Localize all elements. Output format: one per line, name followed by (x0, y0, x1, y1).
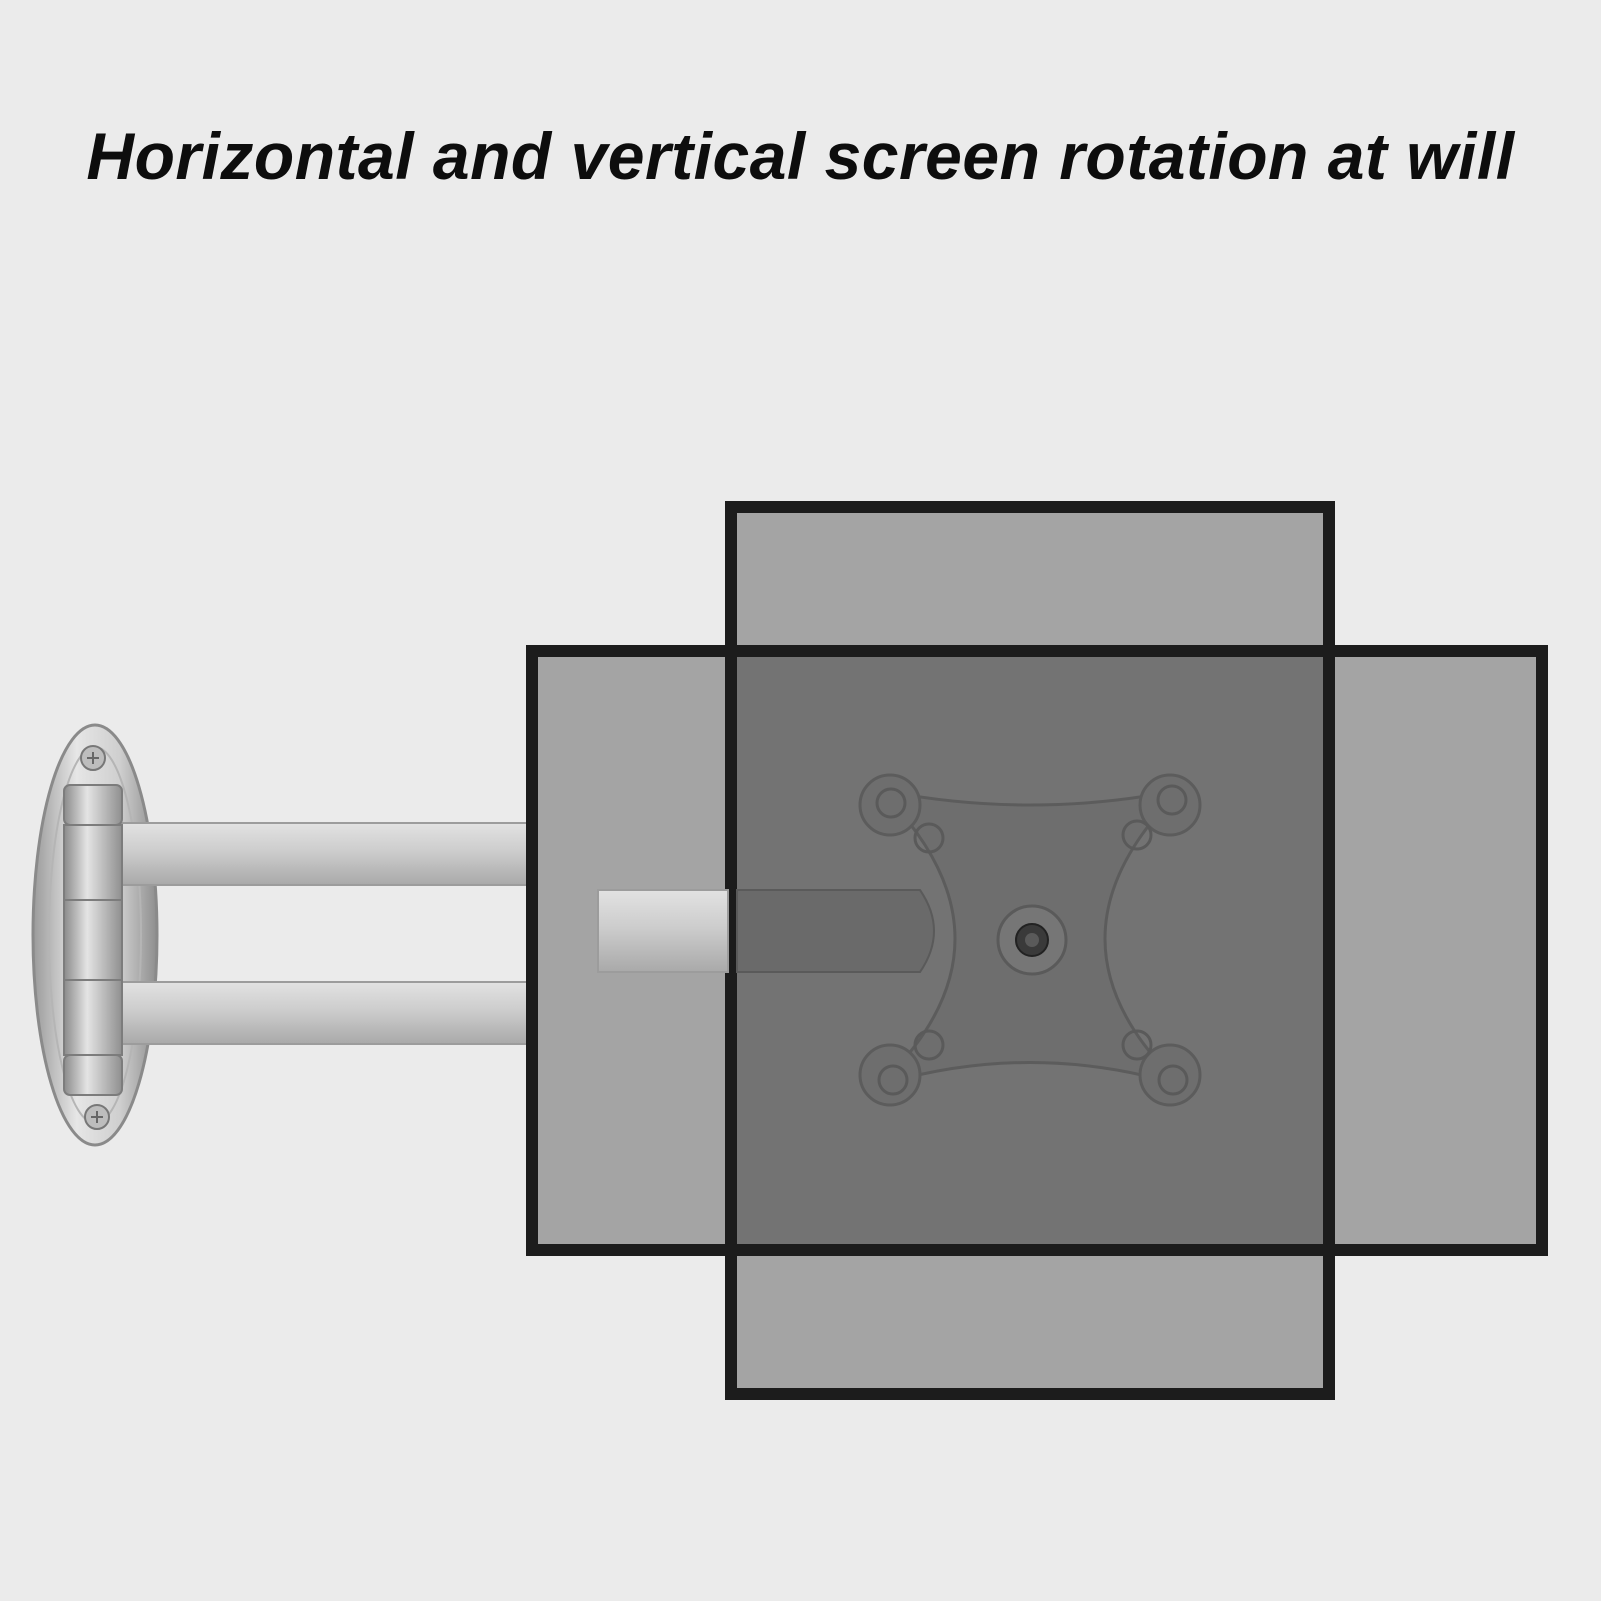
screw-bottom-icon (84, 1104, 110, 1130)
screw-top-icon (80, 745, 106, 771)
center-pivot-bolt-icon (996, 904, 1068, 976)
headline: Horizontal and vertical screen rotation … (86, 119, 1515, 193)
vesa-mounting-plate (858, 773, 1202, 1107)
front-arm (597, 889, 935, 973)
wall-hinges (63, 784, 123, 1096)
